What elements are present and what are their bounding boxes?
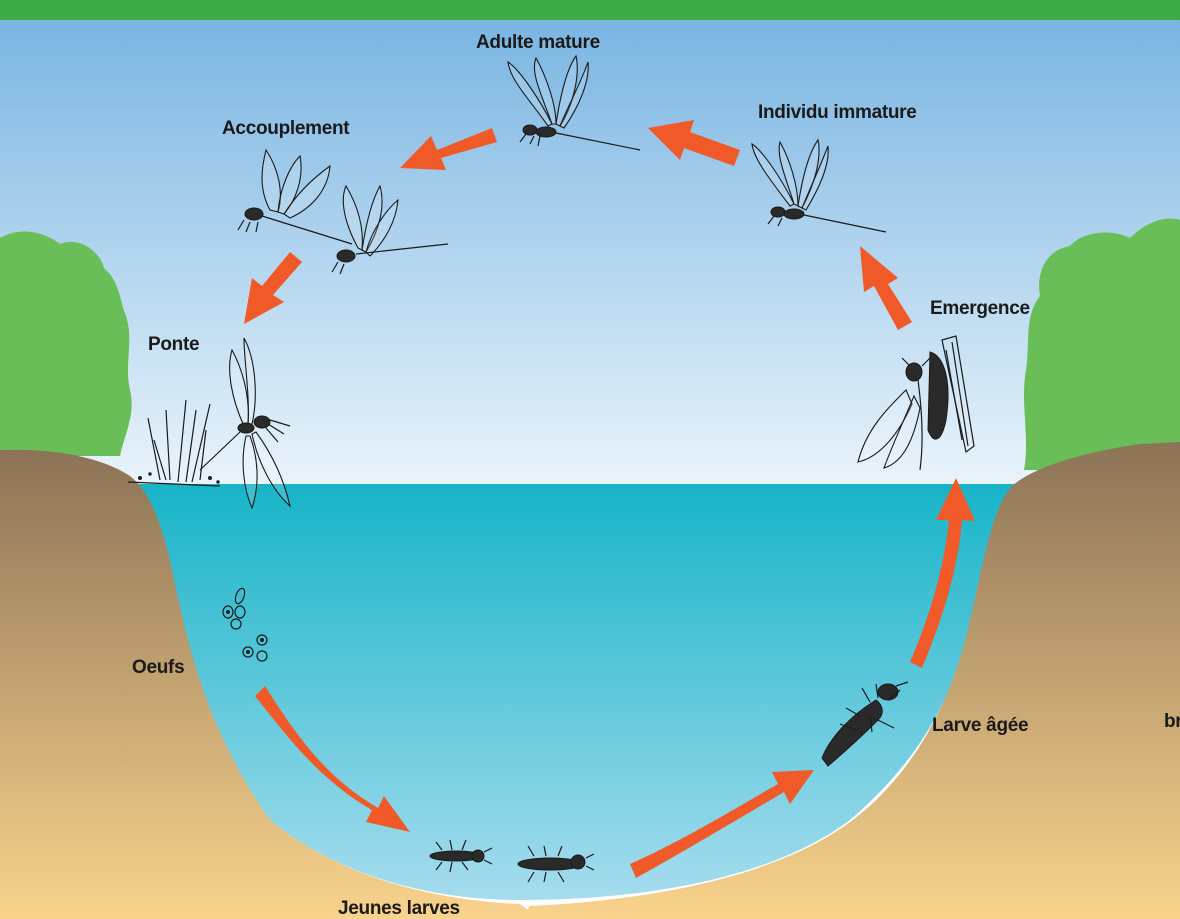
label-jeunes-larves: Jeunes larves xyxy=(338,898,460,919)
label-edge-cropped: br xyxy=(1164,711,1180,732)
label-adulte-mature: Adulte mature xyxy=(476,32,600,53)
label-accouplement: Accouplement xyxy=(222,118,350,139)
label-ponte: Ponte xyxy=(148,334,199,355)
label-oeufs: Oeufs xyxy=(132,657,184,678)
top-bar xyxy=(0,0,1180,20)
label-individu-immature: Individu immature xyxy=(758,102,917,123)
label-larve-agee: Larve âgée xyxy=(932,715,1028,736)
label-emergence: Emergence xyxy=(930,298,1030,319)
sky xyxy=(0,20,1180,490)
